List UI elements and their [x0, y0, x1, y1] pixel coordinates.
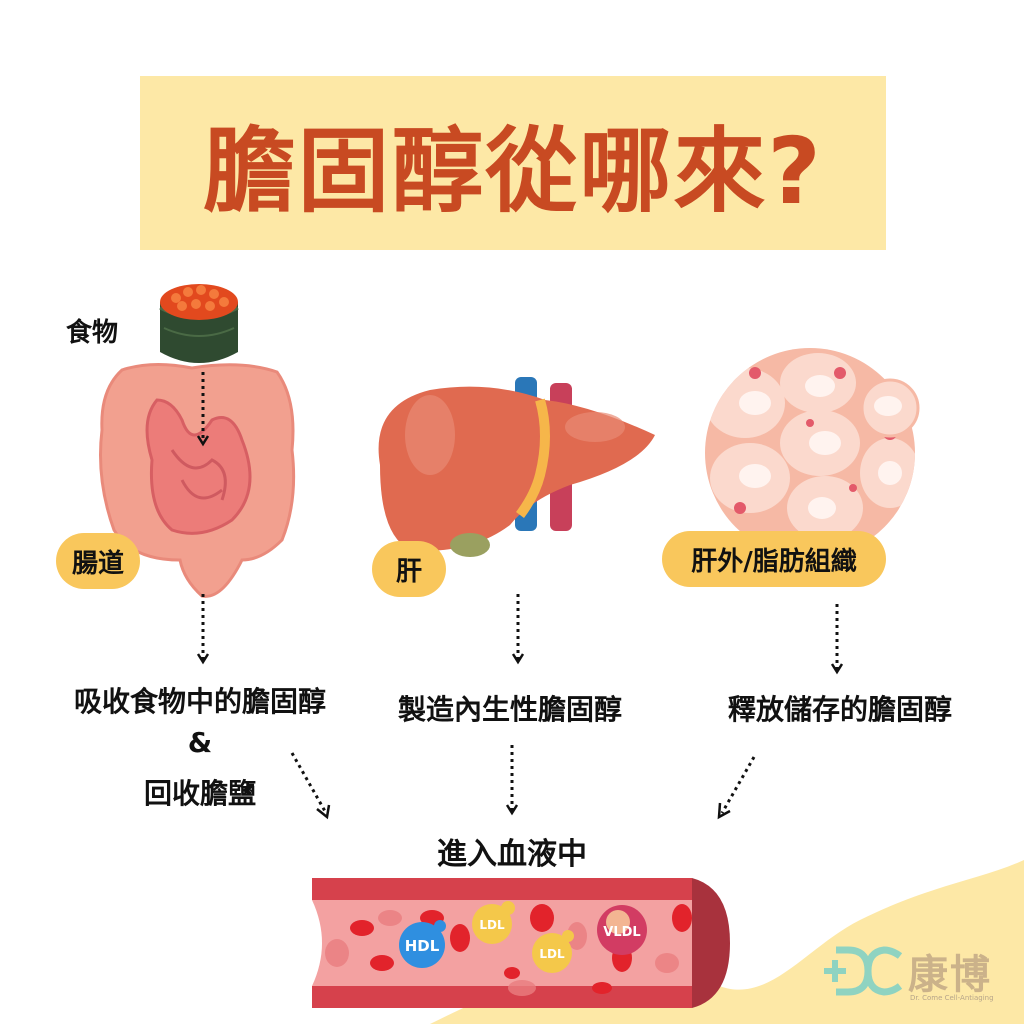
liver-icon [378, 377, 655, 557]
destination-label: 進入血液中 [437, 837, 587, 872]
food-label: 食物 [66, 318, 119, 348]
intestine-down-arrow [196, 594, 210, 665]
brand-logo: 康博 Dr. Come Cell-Antiaging [822, 938, 1012, 1008]
liver-down-arrow [511, 594, 525, 665]
adipose-badge: 肝外/脂肪組織 [662, 531, 886, 587]
brand-name: 康博 [908, 952, 992, 998]
intestine-badge: 腸道 [56, 533, 140, 589]
brand-tagline: Dr. Come Cell-Antiaging [910, 994, 994, 1002]
intestine-description-ampersand: & [187, 726, 213, 759]
vldl-particle: VLDL [603, 925, 640, 940]
page-title: 膽固醇從哪來? [203, 117, 823, 225]
ldl-particle: LDL [539, 947, 565, 961]
adipose-description: 釋放儲存的膽固醇 [727, 693, 952, 726]
salmon-roe-sushi-icon [159, 284, 239, 363]
converging-arrows [290, 745, 756, 820]
food-to-intestine-arrow [196, 372, 210, 447]
ldl-particle: LDL [479, 918, 505, 932]
intestine-description-line1: 吸收食物中的膽固醇 [73, 685, 326, 718]
fat-cells-icon [705, 348, 920, 538]
liver-description: 製造內生性膽固醇 [397, 693, 622, 726]
intestine-icon [99, 362, 296, 598]
dc-logo-mark-icon [824, 946, 902, 996]
hdl-particle: HDL [405, 937, 440, 955]
title-banner [140, 76, 886, 250]
blood-vessel-icon: HDL LDL LDL VLDL [312, 878, 730, 1008]
adipose-down-arrow [830, 604, 844, 675]
liver-badge: 肝 [372, 541, 446, 597]
intestine-description-line2: 回收膽鹽 [143, 777, 256, 810]
